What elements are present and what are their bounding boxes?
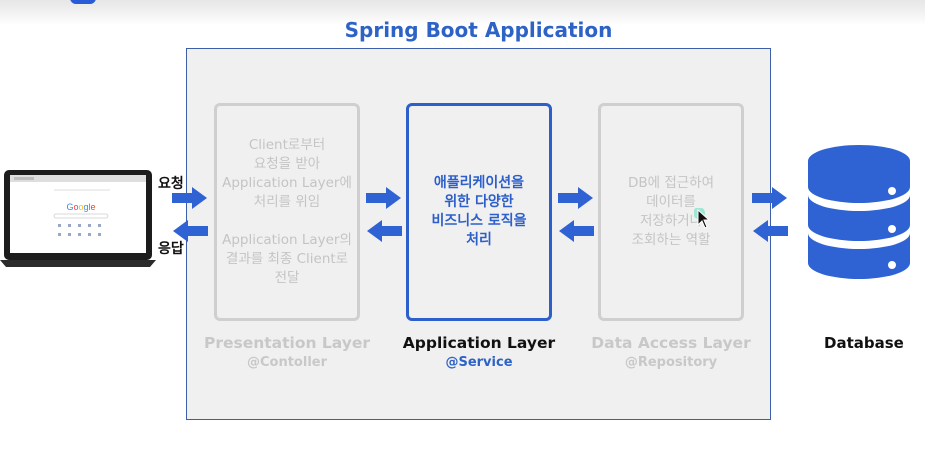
application-layer-box: 애플리케이션을 위한 다양한 비즈니스 로직을 처리 xyxy=(406,103,552,321)
arrow-left-icon xyxy=(753,220,788,242)
database-label: Database xyxy=(824,334,904,352)
arrow-left-icon xyxy=(559,220,594,242)
presentation-layer-name: Presentation Layer xyxy=(203,334,371,352)
application-layer-name: Application Layer xyxy=(402,334,556,352)
response-label: 응답 xyxy=(158,241,184,257)
browser-logo: Google xyxy=(66,202,95,212)
data-access-layer-description: DB에 접근하여 데이터를 저장하거나 조회하는 역할 xyxy=(627,175,715,248)
presentation-layer-description: Client로부터 요청을 받아 Application Layer에 처리를 … xyxy=(222,137,352,286)
application-layer-annotation: @Service xyxy=(445,355,513,370)
arrow-right-icon xyxy=(558,187,593,209)
request-label: 요청 xyxy=(158,176,184,192)
top-strip xyxy=(0,0,925,26)
arrow-right-icon xyxy=(752,187,787,209)
database-icon xyxy=(808,145,910,279)
data-access-layer-annotation: @Repository xyxy=(624,355,718,370)
arrow-left-icon xyxy=(173,220,208,242)
logo-fragment xyxy=(70,0,96,4)
arrow-right-icon xyxy=(172,187,207,209)
arrow-right-icon xyxy=(366,187,401,209)
arrow-left-icon xyxy=(367,220,402,242)
presentation-layer-box: Client로부터 요청을 받아 Application Layer에 처리를 … xyxy=(214,103,360,321)
cursor-icon xyxy=(694,208,711,229)
application-layer-description: 애플리케이션을 위한 다양한 비즈니스 로직을 처리 xyxy=(431,175,527,248)
data-access-layer-box: DB에 접근하여 데이터를 저장하거나 조회하는 역할 xyxy=(598,103,744,321)
data-access-layer-name: Data Access Layer xyxy=(591,334,751,352)
presentation-layer-annotation: @Contoller xyxy=(246,355,327,370)
diagram-title: Spring Boot Application xyxy=(344,18,613,42)
laptop-icon: Google xyxy=(0,170,156,267)
